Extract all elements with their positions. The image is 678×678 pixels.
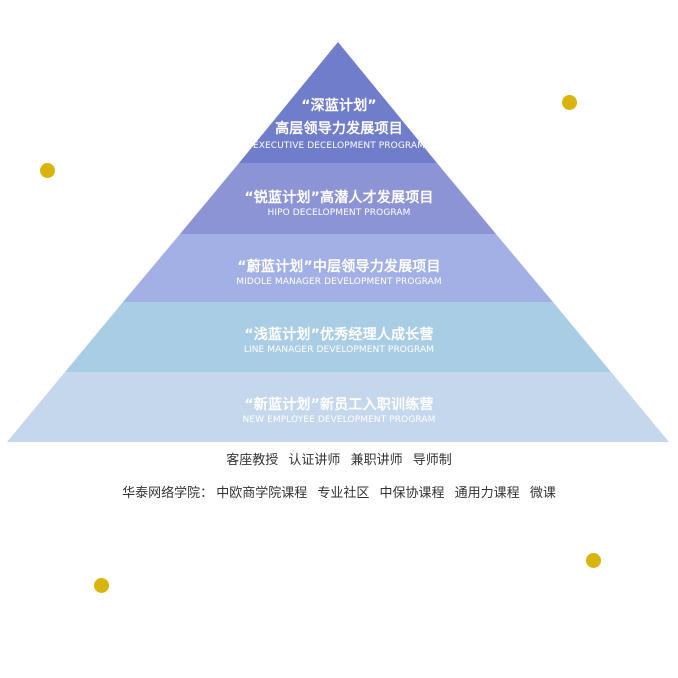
tier-1-band [239, 42, 437, 163]
online-academy-caption: 华泰网络学院：中欧商学院课程 专业社区 中保协课程 通用力课程 微课 [0, 482, 678, 501]
caption-item: 导师制 [412, 453, 452, 468]
decorative-dot [40, 163, 55, 178]
tier-2-subtitle: HIPO DECELOPMENT PROGRAM [267, 208, 411, 218]
caption-item: 微课 [529, 486, 556, 501]
tier-3-band [123, 234, 553, 302]
tier-3-label: “蔚蓝计划”中层领导力发展项目 MIDOLE MANAGER DEVELOPME… [0, 258, 678, 288]
decorative-dot [586, 553, 601, 568]
tier-3-subtitle: MIDOLE MANAGER DEVELOPMENT PROGRAM [236, 277, 442, 287]
caption-item: 中保协课程 [379, 486, 445, 501]
tier-1-subtitle: EXECUTIVE DECELOPMENT PROGRAM [252, 141, 426, 151]
caption-item: 专业社区 [317, 486, 370, 501]
caption-item: 通用力课程 [454, 486, 520, 501]
tier-3-title: “蔚蓝计划”中层领导力发展项目 [237, 259, 441, 275]
tier-5-title: “新蓝计划”新员工入职训练营 [244, 397, 434, 413]
tier-1-title-b: 高层领导力发展项目 [275, 121, 403, 137]
tier-4-band [65, 302, 611, 372]
tier-2-label: “锐蓝计划”高潜人才发展项目 HIPO DECELOPMENT PROGRAM [0, 189, 678, 219]
tier-5-band [7, 372, 669, 442]
tier-1-title-a: “深蓝计划” [301, 98, 377, 114]
tier-4-title: “浅蓝计划”优秀经理人成长营 [244, 327, 434, 343]
tier-5-subtitle: NEW EMPLOYEE DEVELOPMENT PROGRAM [242, 415, 436, 425]
tier-4-subtitle: LINE MANAGER DEVELOPMENT PROGRAM [243, 345, 435, 355]
caption-item: 兼职讲师 [350, 453, 403, 468]
caption-item: 认证讲师 [288, 453, 341, 468]
caption-item: 中欧商学院课程 [216, 486, 308, 501]
tier-5-label: “新蓝计划”新员工入职训练营 NEW EMPLOYEE DEVELOPMENT … [0, 396, 678, 426]
faculty-caption: 客座教授 认证讲师 兼职讲师 导师制 [0, 449, 678, 468]
tier-2-title: “锐蓝计划”高潜人才发展项目 [244, 190, 434, 206]
decorative-dot [562, 95, 577, 110]
tier-4-label: “浅蓝计划”优秀经理人成长营 LINE MANAGER DEVELOPMENT … [0, 326, 678, 356]
caption-item: 客座教授 [226, 453, 279, 468]
tier-2-band [180, 163, 496, 234]
decorative-dot [94, 578, 109, 593]
caption-label: 华泰网络学院： [122, 486, 214, 501]
tier-1-label: “深蓝计划” 高层领导力发展项目 EXECUTIVE DECELOPMENT P… [0, 97, 678, 152]
